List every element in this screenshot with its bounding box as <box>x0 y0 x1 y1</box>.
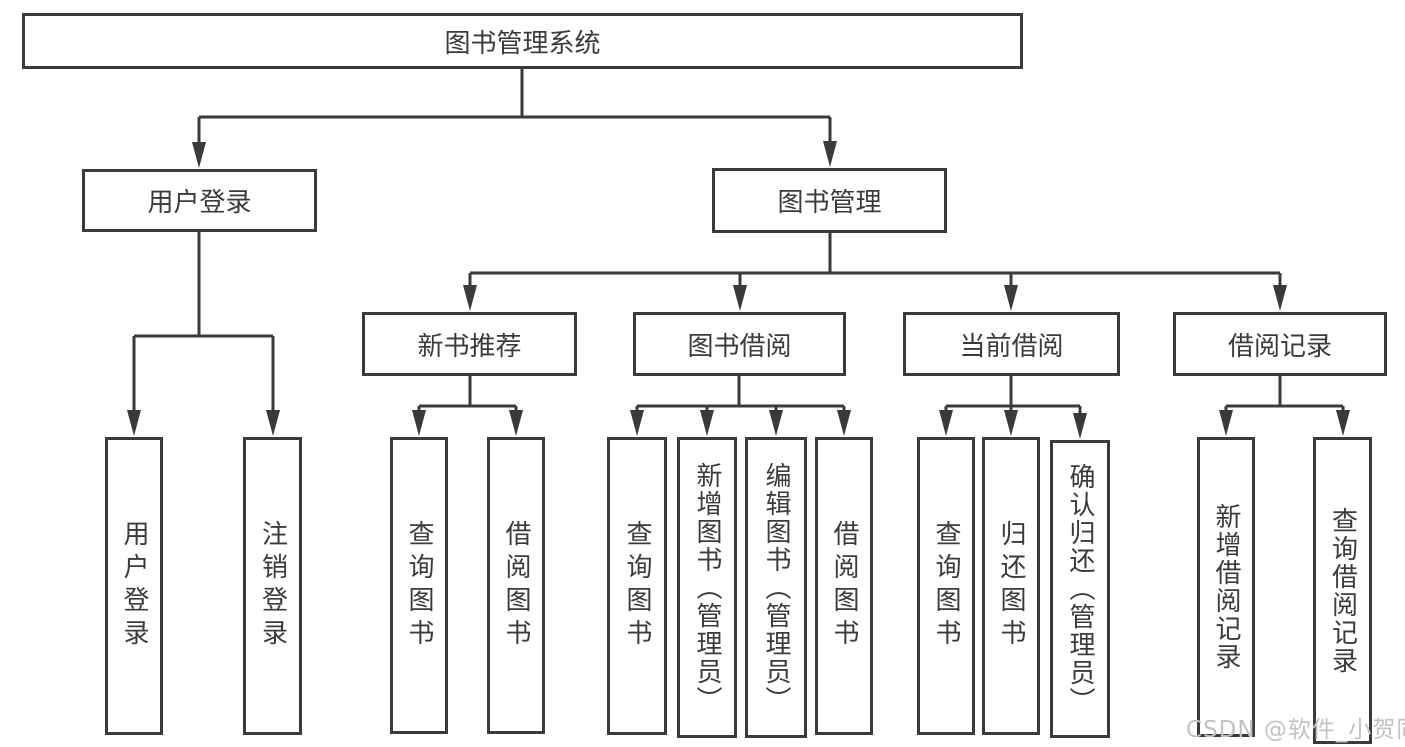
node-leaf-bb-add-books-label: 新增图书（管理员） <box>692 461 722 714</box>
node-current-borrowing: 当前借阅 <box>903 312 1120 376</box>
node-leaf-br-add-record: 新增借阅记录 <box>1197 437 1255 737</box>
node-leaf-nb-query-books: 查询图书 <box>390 437 448 734</box>
node-user-login-label: 用户登录 <box>147 188 252 218</box>
arrowheads <box>127 141 1350 439</box>
node-root: 图书管理系统 <box>22 13 1023 69</box>
node-leaf-bb-borrow-books: 借阅图书 <box>815 437 873 735</box>
node-leaf-logout: 注销登录 <box>243 437 302 735</box>
node-borrowing-records-label: 借阅记录 <box>1227 331 1332 362</box>
node-leaf-bb-query-books-label: 查询图书 <box>622 520 652 652</box>
node-leaf-cb-confirm-return: 确认归还（管理员） <box>1050 440 1110 738</box>
node-book-borrowing: 图书借阅 <box>633 312 846 376</box>
node-leaf-br-add-record-label: 新增借阅记录 <box>1211 503 1241 671</box>
node-leaf-nb-borrow-books: 借阅图书 <box>487 437 545 734</box>
node-leaf-bb-edit-books: 编辑图书（管理员） <box>745 437 807 738</box>
node-leaf-nb-query-books-label: 查询图书 <box>404 519 434 652</box>
node-book-borrowing-label: 图书借阅 <box>687 331 792 362</box>
node-current-borrowing-label: 当前借阅 <box>959 331 1064 362</box>
node-leaf-br-query-record: 查询借阅记录 <box>1313 437 1372 744</box>
node-leaf-cb-query-books: 查询图书 <box>917 437 975 735</box>
node-leaf-bb-edit-books-label: 编辑图书（管理员） <box>761 461 791 714</box>
node-book-management: 图书管理 <box>712 168 947 233</box>
node-leaf-cb-return-books: 归还图书 <box>982 437 1040 735</box>
node-leaf-bb-add-books: 新增图书（管理员） <box>677 437 737 738</box>
node-user-login: 用户登录 <box>82 169 317 232</box>
node-leaf-nb-borrow-books-label: 借阅图书 <box>501 519 531 652</box>
node-leaf-user-login: 用户登录 <box>105 437 163 735</box>
node-new-book-recommend: 新书推荐 <box>362 312 577 376</box>
node-leaf-cb-query-books-label: 查询图书 <box>931 520 961 652</box>
node-root-label: 图书管理系统 <box>444 28 601 59</box>
node-leaf-bb-query-books: 查询图书 <box>607 437 667 735</box>
node-borrowing-records: 借阅记录 <box>1173 312 1387 376</box>
node-book-management-label: 图书管理 <box>777 188 882 218</box>
node-new-book-recommend-label: 新书推荐 <box>417 331 522 362</box>
node-leaf-bb-borrow-books-label: 借阅图书 <box>829 520 859 652</box>
csdn-watermark: CSDN @软件_小贺同学 <box>1186 717 1405 743</box>
node-leaf-logout-label: 注销登录 <box>257 520 288 652</box>
node-leaf-cb-confirm-return-label: 确认归还（管理员） <box>1065 463 1095 715</box>
node-leaf-cb-return-books-label: 归还图书 <box>996 520 1026 652</box>
node-leaf-user-login-label: 用户登录 <box>119 520 149 652</box>
node-leaf-br-query-record-label: 查询借阅记录 <box>1327 506 1358 675</box>
